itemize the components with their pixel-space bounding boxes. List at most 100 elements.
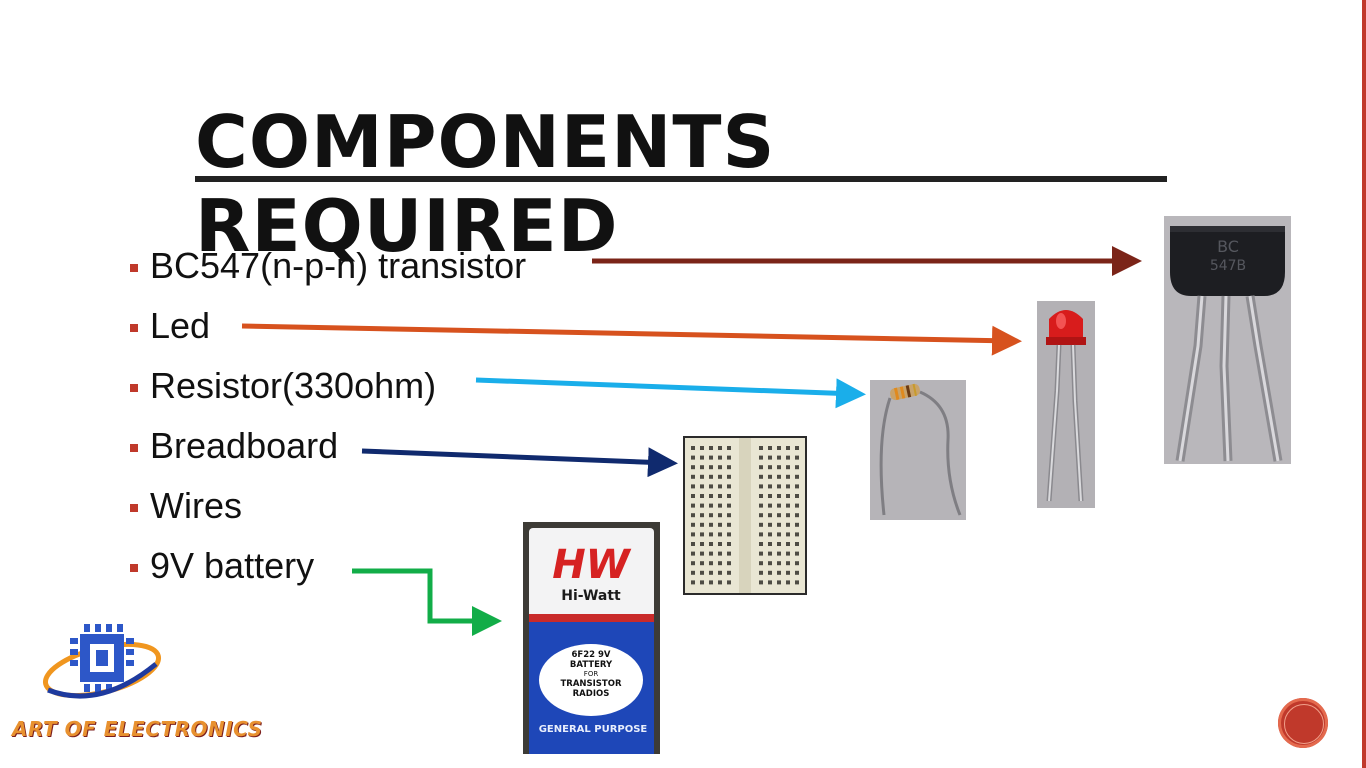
breadboard-hole (795, 484, 799, 489)
bullet-item-led: Led (130, 296, 526, 356)
bullet-square-icon (130, 384, 138, 392)
bullet-square-icon (130, 444, 138, 452)
breadboard-hole (777, 522, 781, 527)
bullet-item-battery: 9V battery (130, 536, 526, 596)
breadboard-hole (777, 551, 781, 556)
breadboard-hole (777, 570, 781, 575)
breadboard-hole (718, 542, 722, 546)
breadboard-hole (709, 446, 713, 450)
breadboard-hole (759, 494, 763, 498)
breadboard-hole (786, 446, 790, 450)
breadboard-hole (768, 513, 772, 518)
breadboard-hole (691, 542, 695, 546)
right-border-accent (1362, 0, 1366, 768)
breadboard-hole (777, 532, 781, 537)
bullet-square-icon (130, 324, 138, 332)
breadboard-hole (768, 532, 772, 537)
breadboard-hole (709, 503, 713, 508)
breadboard-hole (759, 513, 763, 518)
breadboard-hole (727, 465, 731, 470)
breadboard-hole (759, 465, 763, 470)
breadboard-hole (709, 494, 713, 498)
breadboard-hole (700, 532, 704, 537)
breadboard-hole (786, 551, 790, 556)
breadboard-hole (709, 465, 713, 470)
breadboard-hole (691, 494, 695, 498)
breadboard-hole (700, 513, 704, 518)
breadboard-hole (777, 513, 781, 518)
breadboard-hole (718, 474, 722, 479)
breadboard-hole (709, 455, 713, 460)
breadboard-hole (727, 455, 731, 460)
breadboard-hole (709, 551, 713, 556)
breadboard-hole (795, 551, 799, 556)
breadboard-hole (759, 561, 763, 566)
breadboard-hole (700, 580, 704, 585)
breadboard-hole (691, 474, 695, 479)
breadboard-hole (777, 484, 781, 489)
breadboard-hole (691, 484, 695, 489)
breadboard-hole (709, 474, 713, 479)
breadboard-hole (795, 474, 799, 479)
breadboard-hole (691, 446, 695, 450)
bullet-text: Resistor(330ohm) (150, 365, 437, 406)
breadboard-hole (700, 551, 704, 556)
breadboard-hole (777, 580, 781, 585)
logo-text: ART OF ELECTRONICS (12, 717, 263, 741)
breadboard-hole (718, 532, 722, 537)
breadboard-hole (718, 494, 722, 498)
slide-number-badge-ring (1284, 704, 1324, 744)
breadboard-hole (795, 561, 799, 566)
breadboard-hole (795, 570, 799, 575)
led-photo (1037, 301, 1095, 508)
breadboard-hole (786, 503, 790, 508)
breadboard-hole (691, 513, 695, 518)
breadboard-hole (768, 455, 772, 460)
breadboard-hole (727, 474, 731, 479)
breadboard-hole (691, 561, 695, 566)
breadboard-hole (691, 455, 695, 460)
breadboard-hole (700, 503, 704, 508)
breadboard-hole (718, 513, 722, 518)
breadboard-hole (691, 532, 695, 537)
breadboard-hole (700, 465, 704, 470)
breadboard-hole (709, 484, 713, 489)
breadboard-hole (718, 551, 722, 556)
breadboard-hole (768, 522, 772, 527)
breadboard-hole (786, 570, 790, 575)
breadboard-hole (795, 455, 799, 460)
title-underline (195, 176, 1167, 182)
breadboard-hole (768, 494, 772, 498)
breadboard-hole (768, 474, 772, 479)
breadboard-hole (777, 494, 781, 498)
breadboard-hole (700, 561, 704, 566)
transistor-marking-2: 547B (1210, 258, 1246, 274)
battery-brand-logo: HW (552, 542, 631, 588)
breadboard-hole (727, 522, 731, 527)
breadboard-hole (795, 503, 799, 508)
breadboard-hole (777, 474, 781, 479)
breadboard-hole (709, 561, 713, 566)
breadboard-hole (700, 570, 704, 575)
breadboard-hole (727, 561, 731, 566)
breadboard-hole (786, 532, 790, 537)
breadboard-hole (795, 532, 799, 537)
breadboard-hole (727, 484, 731, 489)
breadboard-hole (795, 542, 799, 546)
battery-label-line-3: FOR (584, 670, 599, 678)
breadboard-hole (759, 522, 763, 527)
breadboard-hole (709, 532, 713, 537)
breadboard-hole (727, 542, 731, 546)
breadboard-hole (759, 542, 763, 546)
breadboard-hole (709, 522, 713, 527)
breadboard-hole (691, 551, 695, 556)
logo-chip-icon (40, 618, 162, 714)
breadboard-hole (727, 580, 731, 585)
breadboard-hole (727, 513, 731, 518)
battery-label-line-2: BATTERY (570, 660, 613, 670)
breadboard-hole (709, 570, 713, 575)
breadboard-hole (768, 465, 772, 470)
breadboard-hole (759, 455, 763, 460)
breadboard-hole (727, 551, 731, 556)
